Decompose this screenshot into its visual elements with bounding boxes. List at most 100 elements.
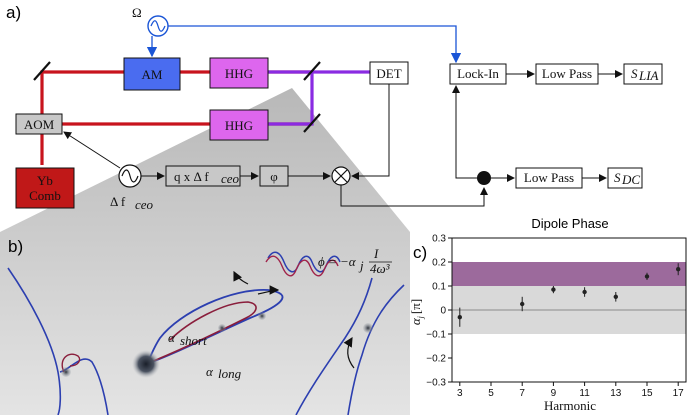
x-tick-label: 9 xyxy=(551,388,557,399)
sdc-box xyxy=(607,167,643,189)
electron-dot-upper xyxy=(258,312,266,320)
y-tick-label: 0.3 xyxy=(432,234,446,245)
data-point xyxy=(644,274,650,279)
mixer-to-junction xyxy=(340,185,488,207)
illustration-cone xyxy=(0,88,410,415)
panel-label-a: a) xyxy=(6,3,21,22)
xuv-wave-red xyxy=(265,255,339,277)
lockin-label: Lock-In xyxy=(457,66,499,81)
electron-dot-right xyxy=(363,323,373,333)
chart-ylabel-group: αj[π] xyxy=(408,299,425,325)
data-point xyxy=(457,315,462,320)
chart-ylabel: αj[π] xyxy=(408,299,425,325)
panel-label-b: b) xyxy=(8,237,23,256)
x-tick-label: 7 xyxy=(519,388,525,399)
y-tick-label: −0.3 xyxy=(426,378,446,389)
x-tick-label: 17 xyxy=(673,388,685,399)
phase-shifter-label: φ xyxy=(270,169,278,184)
hhg-bottom-label: HHG xyxy=(225,118,253,133)
mirror-top-left xyxy=(33,61,51,81)
x-tick-label: 3 xyxy=(457,388,463,399)
chart-ylabel-sub: j xyxy=(416,315,425,319)
parent-atom xyxy=(132,350,160,378)
chart-plot-area: −0.3 −0.2 −0.1 0 0.1 0.2 0.3 3 5 7 9 11 13 15 17 xyxy=(426,234,687,399)
x-tick-label: 13 xyxy=(610,388,622,399)
y-tick-label: −0.2 xyxy=(426,354,446,365)
phase-formula-den: 4ω³ xyxy=(370,261,391,276)
data-point xyxy=(676,267,681,272)
sdc-sub: DC xyxy=(621,172,640,187)
chart-ylabel-main: α xyxy=(408,317,423,325)
det-label: DET xyxy=(376,66,401,81)
q-multiplier-label: q x Δ f xyxy=(174,169,209,184)
illustration-panel: ϕ = −α j I 4ω³ α short α long xyxy=(0,88,410,415)
y-tick-label: 0.1 xyxy=(432,282,446,293)
laser-box xyxy=(15,167,75,209)
electron-dot-mid xyxy=(218,324,226,332)
chart-xlabel: Harmonic xyxy=(544,398,596,413)
omega-to-lockin xyxy=(168,25,462,64)
omega-sine-icon xyxy=(150,20,166,32)
x-tick-label: 11 xyxy=(579,388,590,399)
panel-label-c: c) xyxy=(413,243,427,262)
aom-label: AOM xyxy=(24,117,55,132)
trajectory-small-left xyxy=(61,353,81,373)
laser-label-line2: Comb xyxy=(29,188,61,203)
field-arrow-left xyxy=(233,270,249,285)
electron-dot-left xyxy=(61,367,71,377)
dipole-phase-chart: Dipole Phase Harmonic αj[π] −0.3 −0.2 −0.1… xyxy=(408,216,687,413)
signal-junction xyxy=(477,171,491,185)
chart-band-0 xyxy=(452,262,686,286)
ceo-to-aom xyxy=(63,131,121,169)
y-tick-label: −0.1 xyxy=(426,330,446,341)
chart-title: Dipole Phase xyxy=(531,216,608,231)
phase-formula-sub: j xyxy=(358,258,364,273)
alpha-long-sub: long xyxy=(218,366,242,381)
data-point xyxy=(551,287,556,292)
alpha-short-sub: short xyxy=(180,333,207,348)
data-point xyxy=(520,301,525,307)
sdc-label: S xyxy=(614,170,621,185)
am-box xyxy=(123,57,181,91)
phase-formula-lhs: ϕ = −α xyxy=(318,254,357,269)
potential-right-curve-2 xyxy=(347,284,405,415)
aom-box xyxy=(15,113,63,135)
slia-sub: LIA xyxy=(638,68,659,83)
x-tick-label: 15 xyxy=(641,388,653,399)
hhg-top-box xyxy=(209,57,269,89)
junction-to-lockin xyxy=(452,85,477,179)
slia-box xyxy=(623,63,663,85)
schematic: Yb Comb AOM AM HHG HHG DET Ω Lock-In Low… xyxy=(15,5,663,212)
laser-label-line1: Yb xyxy=(37,173,53,188)
mirror-top-right xyxy=(303,61,321,81)
potential-left-curve-2 xyxy=(59,358,109,415)
potential-left-curve xyxy=(7,267,62,415)
am-label: AM xyxy=(142,67,163,82)
lowpass-bottom-label: Low Pass xyxy=(524,170,574,185)
phase-formula-num: I xyxy=(373,246,379,261)
trajectory-short xyxy=(145,301,257,365)
delta-f-sub: ceo xyxy=(135,197,154,212)
mirror-bottom-right xyxy=(303,113,321,133)
lowpass-top-label: Low Pass xyxy=(542,66,592,81)
q-multiplier-sub: ceo xyxy=(221,171,240,186)
slia-label: S xyxy=(631,66,638,81)
omega-label: Ω xyxy=(132,5,142,20)
hhg-bottom-box xyxy=(209,109,269,141)
mixer-cross-2 xyxy=(334,169,348,183)
alpha-long-label: α xyxy=(206,364,214,379)
field-arrow-top xyxy=(257,285,280,295)
hhg-top-label: HHG xyxy=(225,66,253,81)
det-to-mixer xyxy=(351,84,390,180)
chart-ylabel-unit: [π] xyxy=(408,299,423,314)
field-arrow-right xyxy=(343,336,355,369)
data-point xyxy=(582,289,587,295)
y-tick-label: 0.2 xyxy=(432,258,446,269)
ceo-sine-icon xyxy=(121,169,139,183)
data-point xyxy=(613,294,618,299)
y-tick-label: 0 xyxy=(440,306,446,317)
delta-f-label: Δ f xyxy=(110,194,126,209)
x-tick-label: 5 xyxy=(488,388,494,399)
alpha-short-label: α xyxy=(168,330,176,345)
